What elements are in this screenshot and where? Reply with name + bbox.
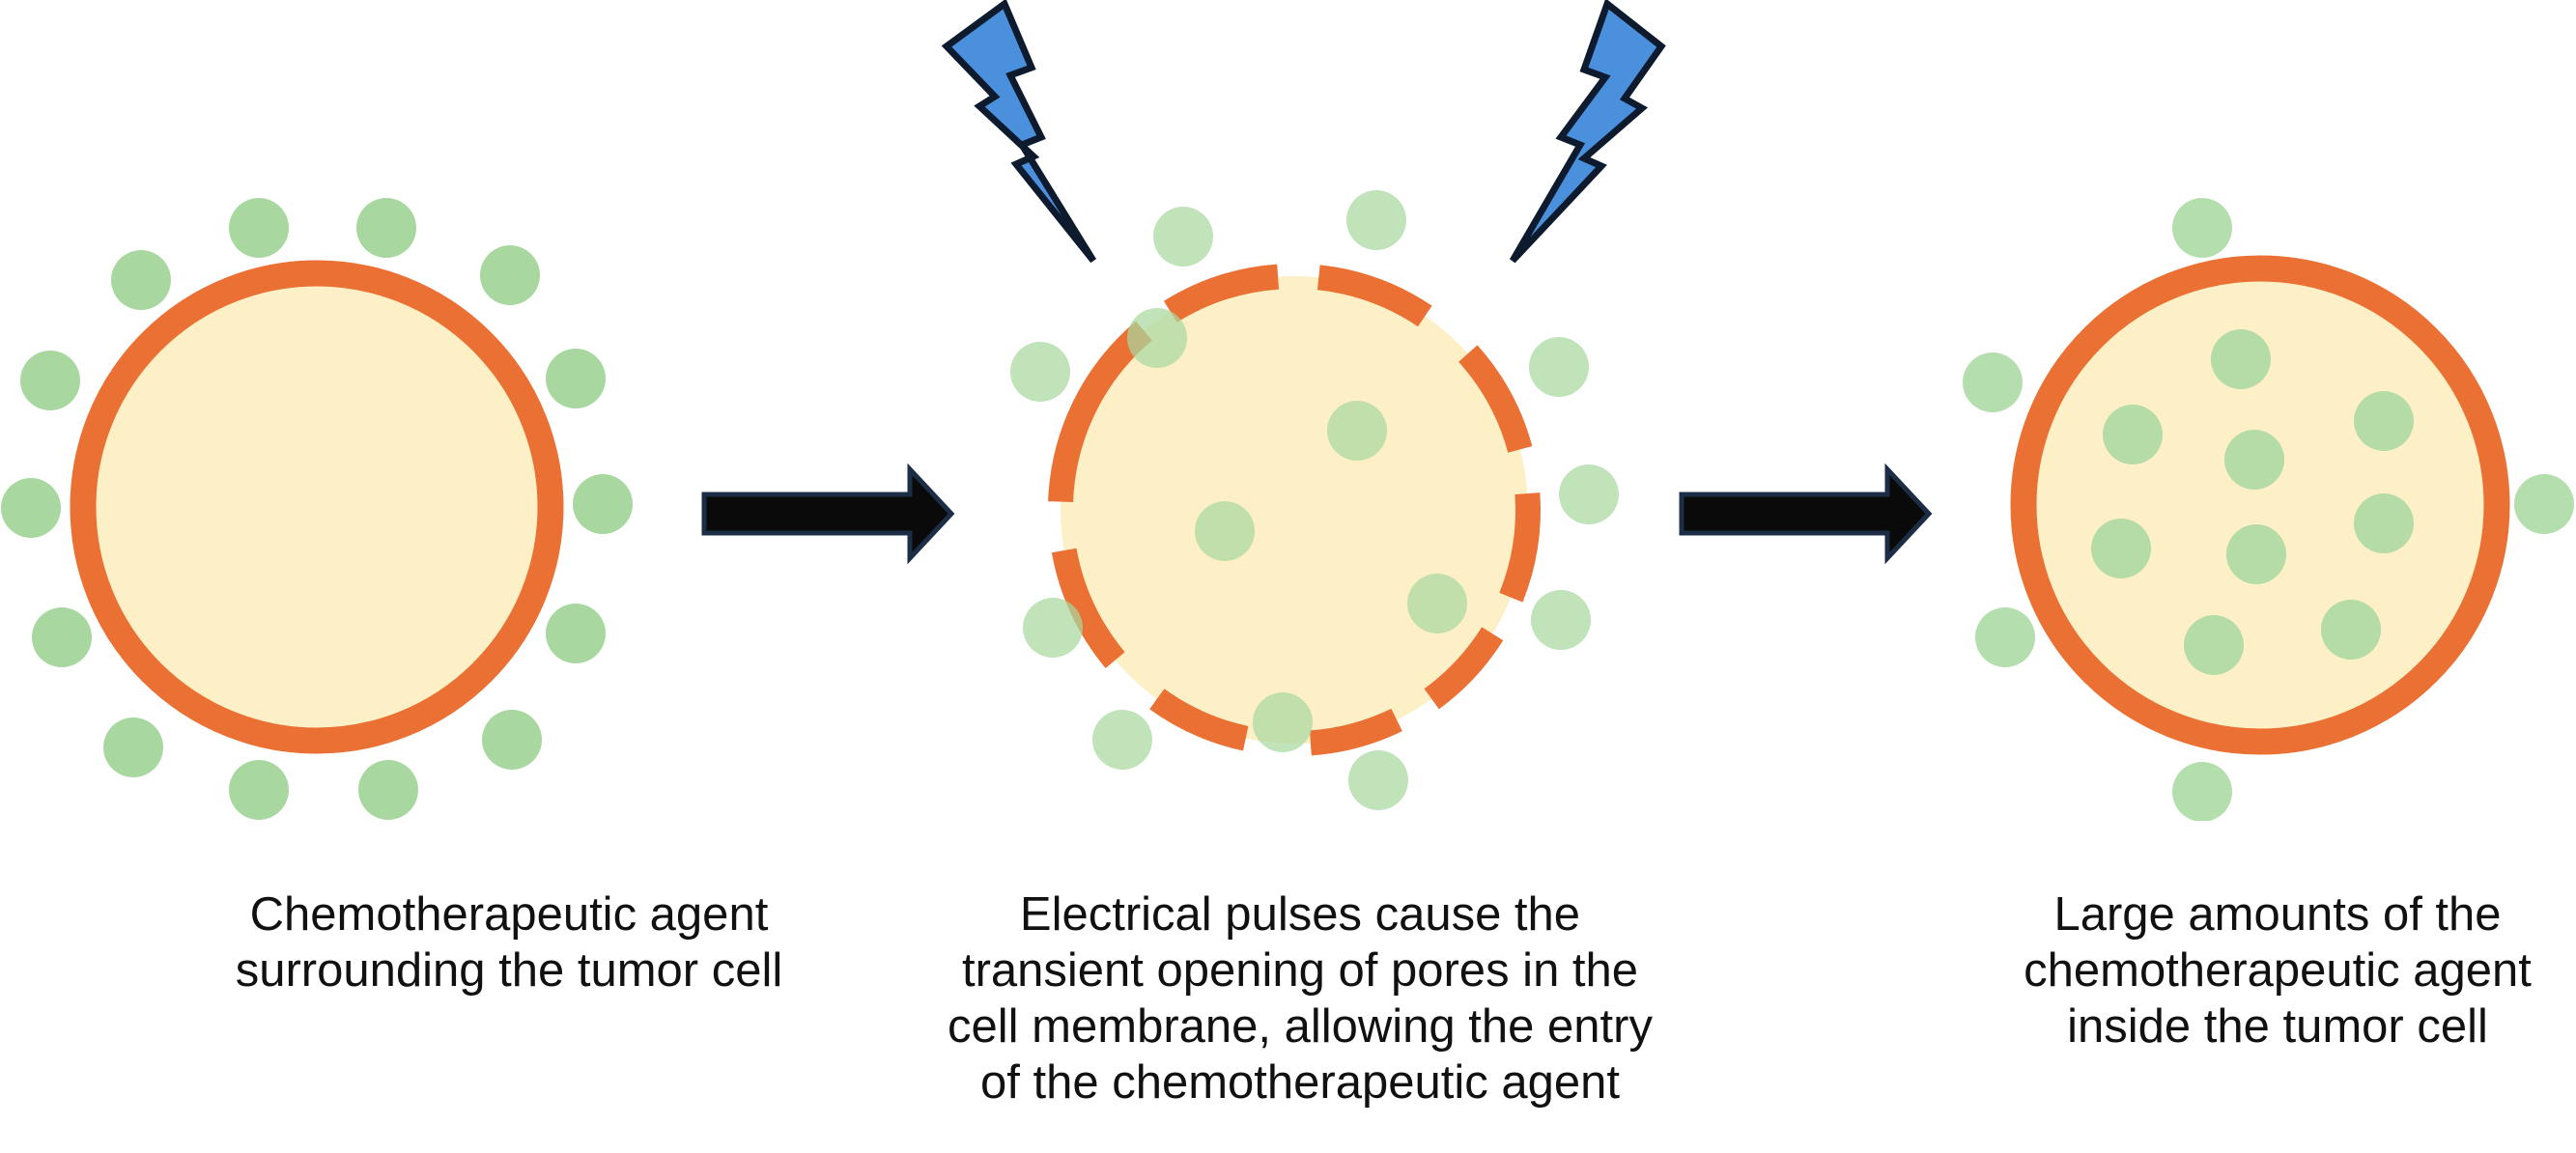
membrane-segment [1499, 492, 1541, 603]
lightning-bolt-icon [1509, 0, 1666, 264]
membrane-segment [1458, 345, 1533, 453]
transition-arrow-1 [701, 463, 955, 565]
stage-2-porous-cell [941, 0, 1666, 810]
cell-cytoplasm [1061, 276, 1528, 744]
agent-molecule [2354, 391, 2414, 451]
agent-molecule [1195, 501, 1255, 561]
agent-molecule [1010, 342, 1070, 402]
cell-membrane [70, 260, 564, 754]
membrane-segment [1163, 264, 1280, 323]
caption-line: chemotherapeutic agent [2024, 944, 2532, 997]
agent-molecule [20, 351, 80, 410]
agent-molecule [229, 760, 289, 820]
agent-molecule [1975, 607, 2035, 667]
caption-line: Large amounts of the [2053, 888, 2502, 941]
agent-molecule [358, 760, 418, 820]
stage-1-intact-cell [1, 198, 633, 820]
agent-molecule [2321, 600, 2381, 660]
agent-molecule [1023, 598, 1083, 658]
agent-molecule [2226, 524, 2286, 584]
agent-molecule [1127, 308, 1187, 368]
membrane-segment [1316, 265, 1432, 327]
agent-molecule [1327, 401, 1387, 461]
agent-molecule [546, 349, 606, 408]
agent-molecule [1153, 207, 1213, 267]
agent-molecule [103, 717, 163, 777]
membrane-segment [1424, 627, 1504, 710]
agent-molecule [1348, 750, 1408, 810]
agent-molecule [1529, 337, 1589, 397]
agent-molecule [1253, 692, 1313, 752]
stage-1-caption: Chemotherapeutic agent surrounding the t… [74, 886, 944, 998]
agent-molecule [480, 245, 540, 305]
caption-line: transient opening of pores in the [961, 944, 1639, 997]
agent-molecule [1407, 574, 1467, 633]
caption-line: of the chemotherapeutic agent [980, 1056, 1620, 1109]
agent-molecule [482, 710, 542, 770]
porous-membrane-segments [1048, 264, 1541, 756]
agent-molecule [2091, 519, 2151, 578]
agent-molecule [2514, 474, 2574, 534]
agent-molecule [2354, 493, 2414, 553]
membrane-segment [1149, 689, 1249, 751]
stage-3-caption: Large amounts of the chemotherapeutic ag… [1843, 886, 2576, 1055]
caption-line: cell membrane, allowing the entry [948, 1000, 1653, 1053]
agent-molecule [1963, 352, 2023, 412]
cell-cytoplasm [83, 273, 551, 741]
transition-arrow-2 [1679, 463, 1933, 565]
caption-line: Chemotherapeutic agent [249, 888, 769, 941]
agent-molecule [2172, 198, 2232, 258]
membrane-segment [1309, 708, 1402, 756]
agent-molecules-outside [1, 198, 633, 820]
caption-line: Electrical pulses cause the [1019, 888, 1581, 941]
agent-molecules [1963, 198, 2574, 821]
lightning-bolt-icon [941, 0, 1096, 264]
membrane-segment [1051, 548, 1125, 668]
agent-molecule [229, 198, 289, 258]
agent-molecule [2184, 615, 2244, 675]
stage-2-caption: Electrical pulses cause the transient op… [865, 886, 1735, 1111]
agent-molecule [1531, 590, 1591, 650]
electrochemotherapy-diagram [1, 0, 2574, 821]
agent-molecule [2211, 329, 2271, 389]
cell-membrane [2010, 255, 2510, 755]
stage-3-loaded-cell [1963, 198, 2574, 821]
agent-molecule [1346, 190, 1406, 250]
membrane-segment [1048, 321, 1152, 503]
agent-molecule [573, 474, 633, 534]
agent-molecules [1010, 190, 1619, 810]
caption-line: inside the tumor cell [2067, 1000, 2488, 1053]
agent-molecule [111, 250, 171, 310]
caption-line: surrounding the tumor cell [235, 944, 783, 997]
right-arrow-icon [1679, 463, 1933, 565]
agent-molecule [2172, 762, 2232, 821]
agent-molecule [1092, 710, 1152, 770]
agent-molecule [2224, 430, 2284, 490]
right-arrow-icon [701, 463, 955, 565]
agent-molecule [546, 604, 606, 663]
agent-molecule [1559, 464, 1619, 524]
agent-molecule [32, 607, 92, 667]
agent-molecule [2103, 405, 2163, 464]
agent-molecule [1, 478, 61, 538]
agent-molecule [356, 198, 416, 258]
